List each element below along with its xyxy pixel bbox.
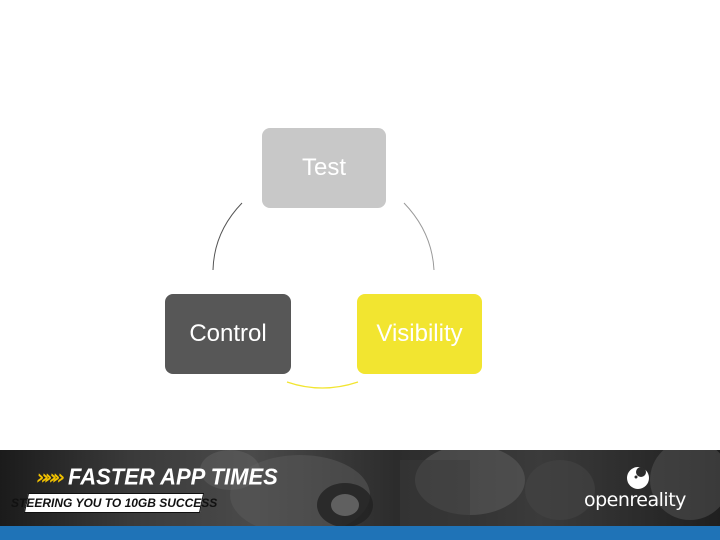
cycle-connectors	[212, 202, 435, 389]
headline-text: FASTER APP TIMES	[68, 463, 278, 490]
node-visibility-label: Visibility	[376, 320, 463, 347]
openreality-logo-icon	[627, 467, 649, 489]
connector-visibility-to-control	[286, 381, 359, 389]
bottom-accent-bar	[0, 526, 720, 540]
footer-banner: »»» FASTER APP TIMES STEERING YOU TO 10G…	[0, 450, 720, 526]
node-test-label: Test	[301, 154, 346, 181]
tagline-text: STEERING YOU TO 10GB SUCCESS	[10, 496, 218, 510]
node-control-label: Control	[189, 320, 267, 347]
node-visibility: Visibility	[357, 294, 482, 374]
tagline-box: STEERING YOU TO 10GB SUCCESS	[11, 493, 217, 513]
banner-headline: »»» FASTER APP TIMES	[36, 463, 278, 491]
brand-text: openreality	[584, 489, 686, 511]
connector-test-to-visibility	[403, 202, 435, 271]
pit-crew-photo	[200, 450, 720, 526]
connector-control-to-test	[212, 202, 243, 271]
chevrons-icon: »»»	[36, 465, 65, 489]
node-test: Test	[262, 128, 386, 208]
node-control: Control	[165, 294, 291, 374]
